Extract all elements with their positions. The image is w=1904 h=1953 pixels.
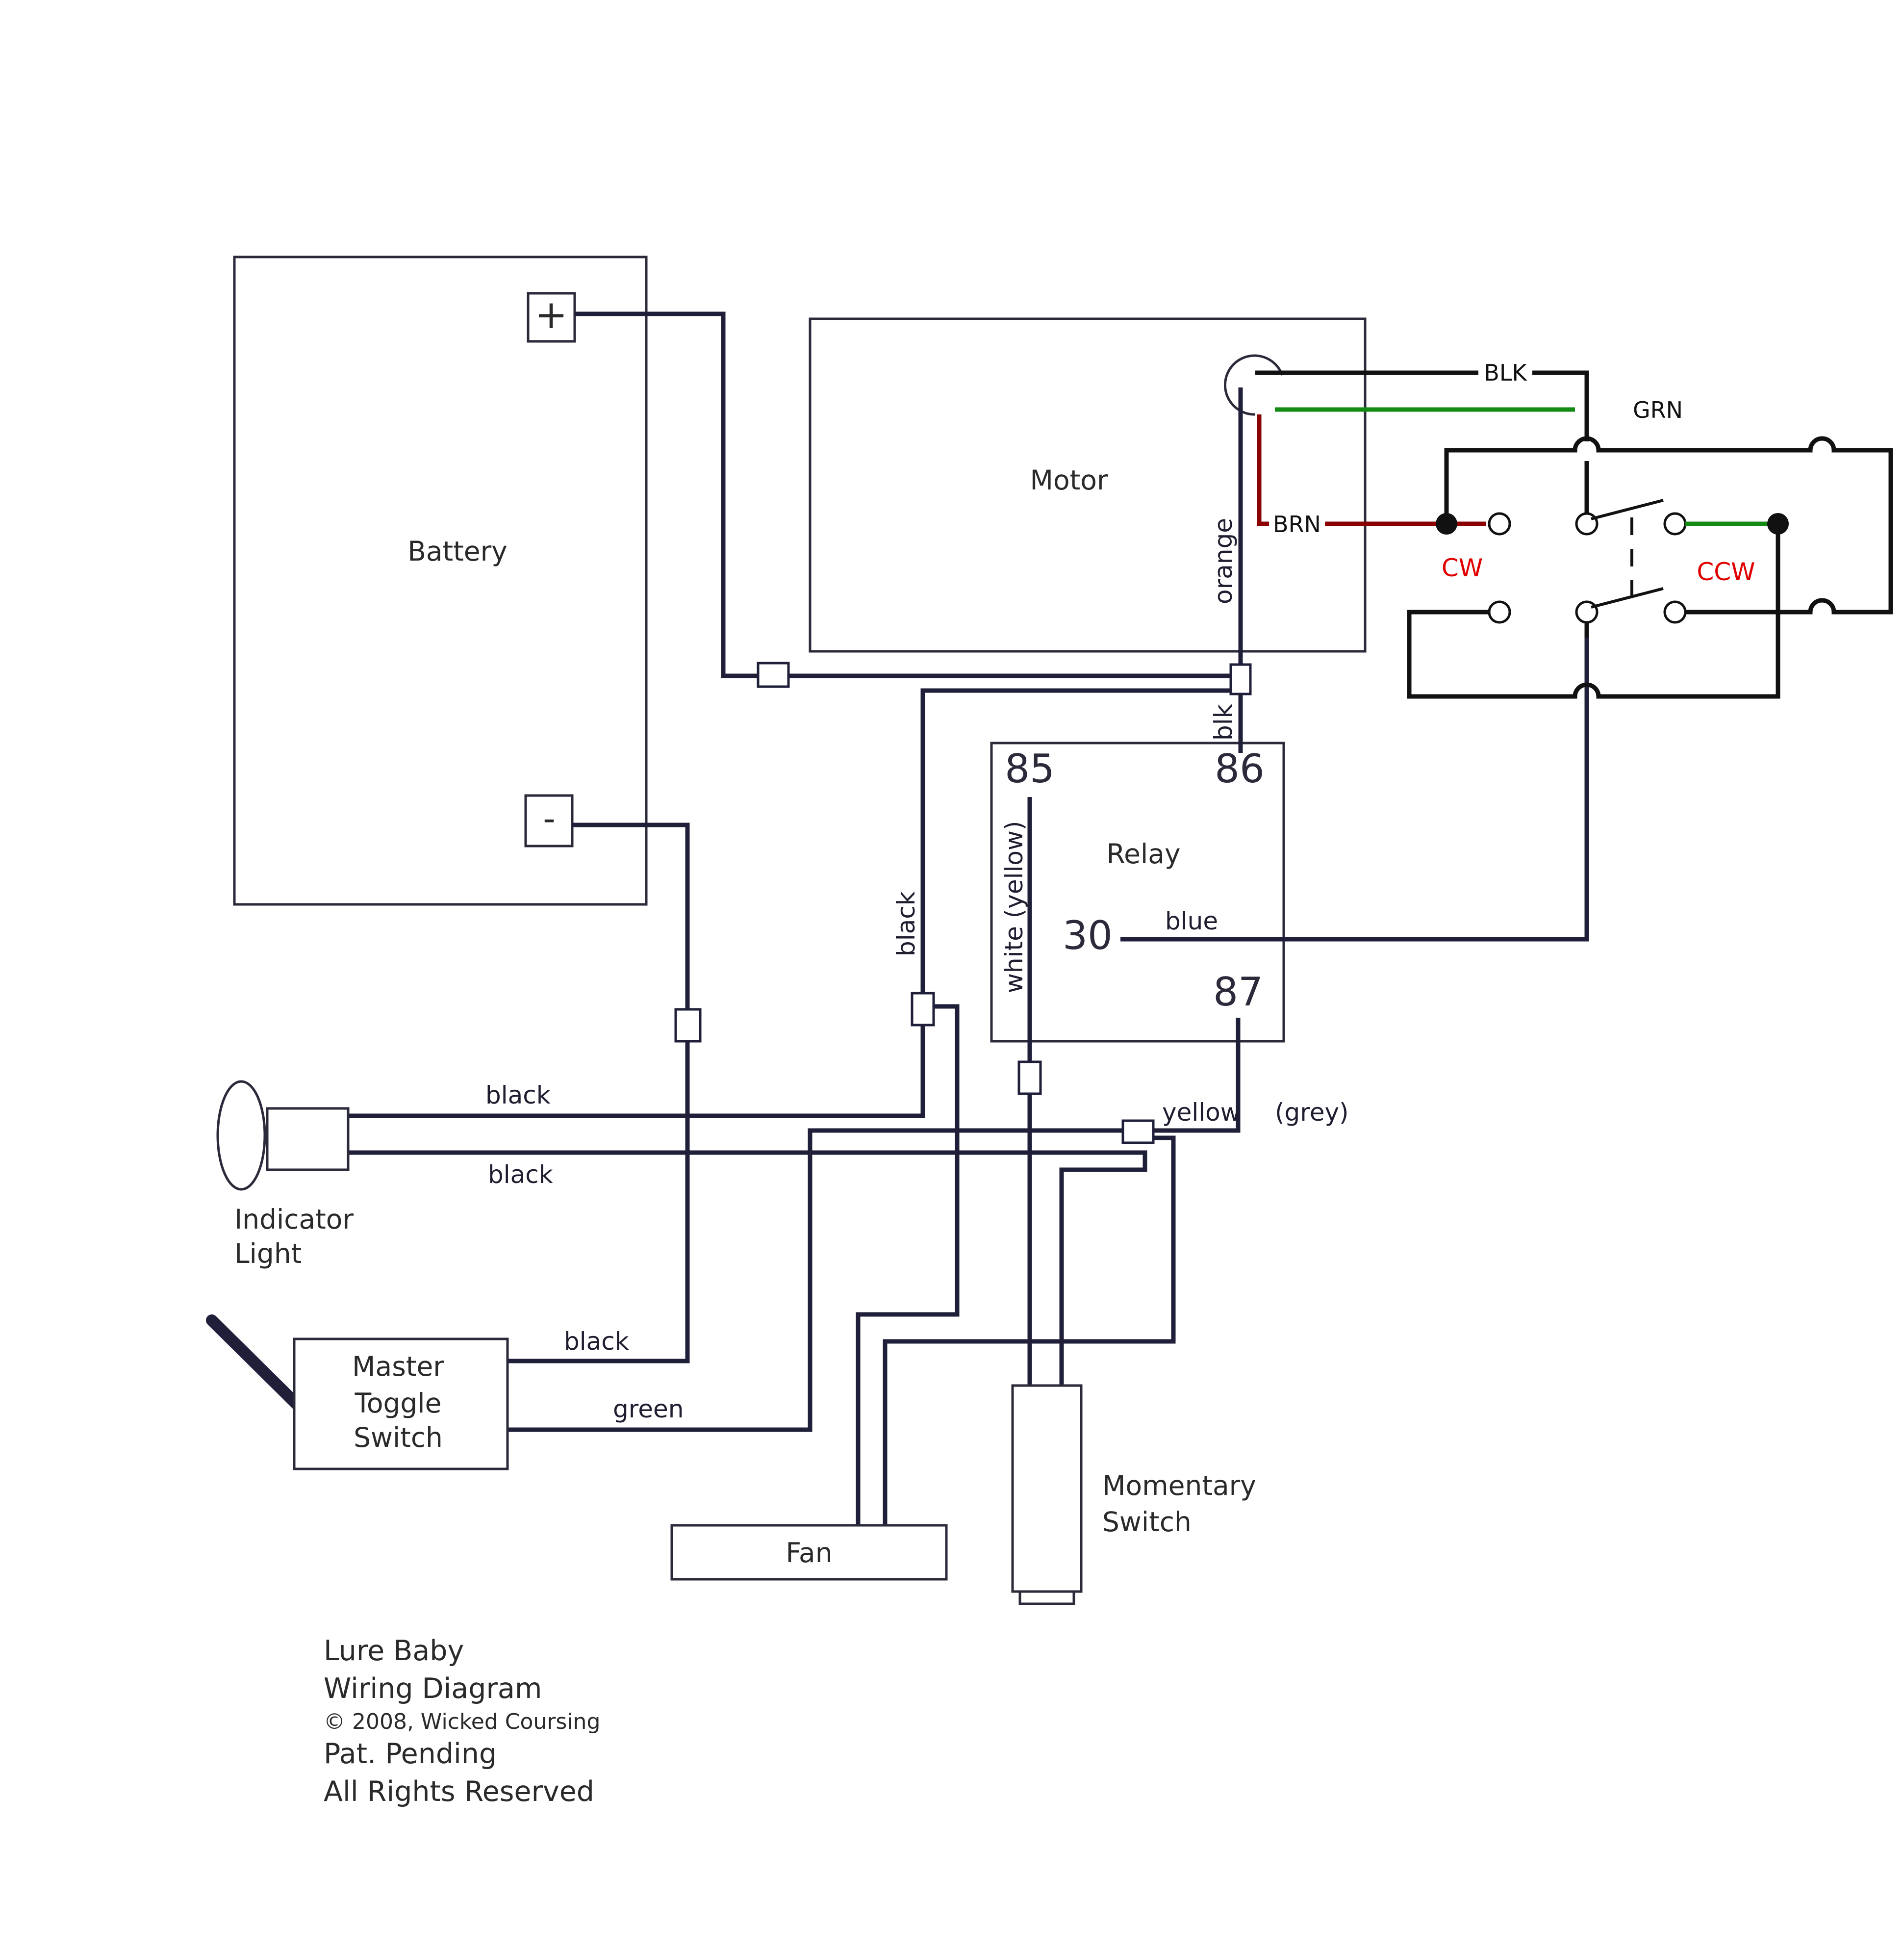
ccw-label: CCW — [1697, 558, 1755, 586]
wire-labels: orange blk black white (yellow) blue bla… — [485, 518, 1349, 1423]
wire-label-green: green — [613, 1395, 684, 1423]
wire-battery-positive — [575, 311, 1241, 678]
fan-body — [670, 1524, 948, 1581]
master-toggle-switch: Master Toggle Switch — [206, 1314, 509, 1470]
wire-label-BRN: BRN — [1273, 511, 1321, 538]
inline-connector — [674, 1008, 702, 1043]
positive-terminal-label: + — [534, 292, 567, 337]
momentary-label-line2: Switch — [1102, 1506, 1192, 1538]
relay-pin-86: 86 — [1215, 746, 1265, 792]
brn-label-bg — [1269, 510, 1325, 538]
wires — [348, 311, 1589, 1525]
wire-label-yellow: yellow — [1162, 1098, 1241, 1127]
wire-black-indicator-lower — [348, 1150, 1147, 1386]
momentary-switch: Momentary Switch — [1011, 1384, 1256, 1605]
indicator-label-line2: Light — [234, 1238, 302, 1269]
wire-cross-bottom — [1407, 524, 1780, 699]
relay-pin-85: 85 — [1005, 746, 1055, 792]
wire-label-black-toggle: black — [564, 1327, 629, 1356]
toggle-lever-icon — [206, 1314, 306, 1413]
battery-body — [233, 256, 648, 906]
master-toggle-line3: Switch — [354, 1422, 443, 1453]
wire-black-indicator-upper — [348, 688, 1241, 1118]
inline-connector — [1229, 663, 1252, 695]
inline-connectors — [674, 662, 1252, 1144]
relay-pin-87: 87 — [1213, 969, 1263, 1015]
inline-connector — [757, 662, 790, 688]
wire-yellow — [1145, 1018, 1241, 1133]
master-toggle-line1: Master — [352, 1351, 444, 1382]
direction-switch: CW CCW BLK GRN BRN — [1255, 358, 1893, 699]
switch-post-cw-bottom — [1488, 600, 1511, 624]
switch-blade-bottom — [1591, 587, 1664, 609]
negative-terminal-label: - — [543, 798, 555, 839]
wire-label-black-vertical: black — [892, 891, 920, 956]
indicator-label-line1: Indicator — [234, 1204, 354, 1235]
relay-label: Relay — [1106, 838, 1180, 870]
indicator-light-base — [266, 1107, 350, 1171]
battery-negative-terminal — [524, 794, 574, 848]
credit-subtitle: Wiring Diagram — [324, 1672, 542, 1705]
relay-body — [990, 742, 1285, 1043]
inline-connector — [911, 992, 935, 1027]
momentary-label-line1: Momentary — [1102, 1470, 1256, 1501]
momentary-switch-button — [1018, 1590, 1075, 1605]
wire-black-fan-a — [856, 1004, 960, 1525]
wire-label-black-lower: black — [488, 1160, 553, 1189]
wire-label-grey: (grey) — [1275, 1098, 1349, 1127]
momentary-switch-body — [1011, 1384, 1083, 1593]
fan: Fan — [670, 1524, 948, 1581]
wire-BRN — [1257, 414, 1447, 526]
wire-label-black-upper: black — [485, 1081, 551, 1109]
battery-label: Battery — [407, 536, 508, 567]
wire-BLK — [1255, 370, 1589, 441]
wire-blue — [1120, 618, 1589, 942]
indicator-light: Indicator Light — [216, 1080, 354, 1269]
credit-rights: All Rights Reserved — [324, 1775, 594, 1808]
switch-post-ccw-bottom — [1663, 600, 1687, 624]
switch-post-ccw-top — [1663, 512, 1687, 536]
wire-battery-negative — [508, 822, 690, 1363]
master-toggle-body — [293, 1337, 509, 1470]
master-toggle-line2: Toggle — [355, 1388, 442, 1419]
wire-label-blk: blk — [1209, 704, 1238, 741]
wire-label-white-yellow: white (yellow) — [1000, 821, 1028, 993]
battery-positive-terminal — [527, 292, 576, 343]
credits: Lure Baby Wiring Diagram © 2008, Wicked … — [324, 1635, 600, 1808]
wire-label-BLK: BLK — [1484, 360, 1527, 386]
motor-label: Motor — [1030, 464, 1108, 496]
wire-green — [508, 1128, 1137, 1432]
relay: 85 86 Relay 30 87 — [990, 742, 1285, 1043]
credit-patent: Pat. Pending — [324, 1738, 497, 1770]
relay-pin-30: 30 — [1063, 913, 1113, 958]
credit-title: Lure Baby — [324, 1635, 464, 1667]
switch-pole-top — [1575, 512, 1599, 536]
junction-dot — [1436, 513, 1457, 535]
wire-label-orange: orange — [1209, 518, 1238, 604]
wire-label-GRN: GRN — [1633, 397, 1683, 423]
credit-copyright: © 2008, Wicked Coursing — [324, 1709, 600, 1734]
wire-fan-b — [883, 1135, 1176, 1525]
battery: Battery + - — [233, 256, 648, 906]
junction-dot — [1767, 513, 1789, 535]
cw-label: CW — [1442, 554, 1483, 582]
bulb-icon — [216, 1080, 266, 1191]
motor: Motor — [809, 317, 1367, 653]
wire-cross-top — [1444, 436, 1893, 615]
inline-connector — [1121, 1119, 1155, 1144]
switch-pole-bottom — [1575, 600, 1599, 624]
grn-label-bg — [1629, 395, 1687, 423]
inline-connector — [1017, 1060, 1042, 1095]
switch-post-cw-top — [1488, 512, 1511, 536]
fan-label: Fan — [786, 1537, 832, 1568]
wire-label-blue: blue — [1165, 907, 1218, 935]
switch-blade-top — [1591, 499, 1664, 520]
blk-label-bg — [1478, 358, 1532, 385]
motor-connector-icon — [1223, 354, 1284, 416]
